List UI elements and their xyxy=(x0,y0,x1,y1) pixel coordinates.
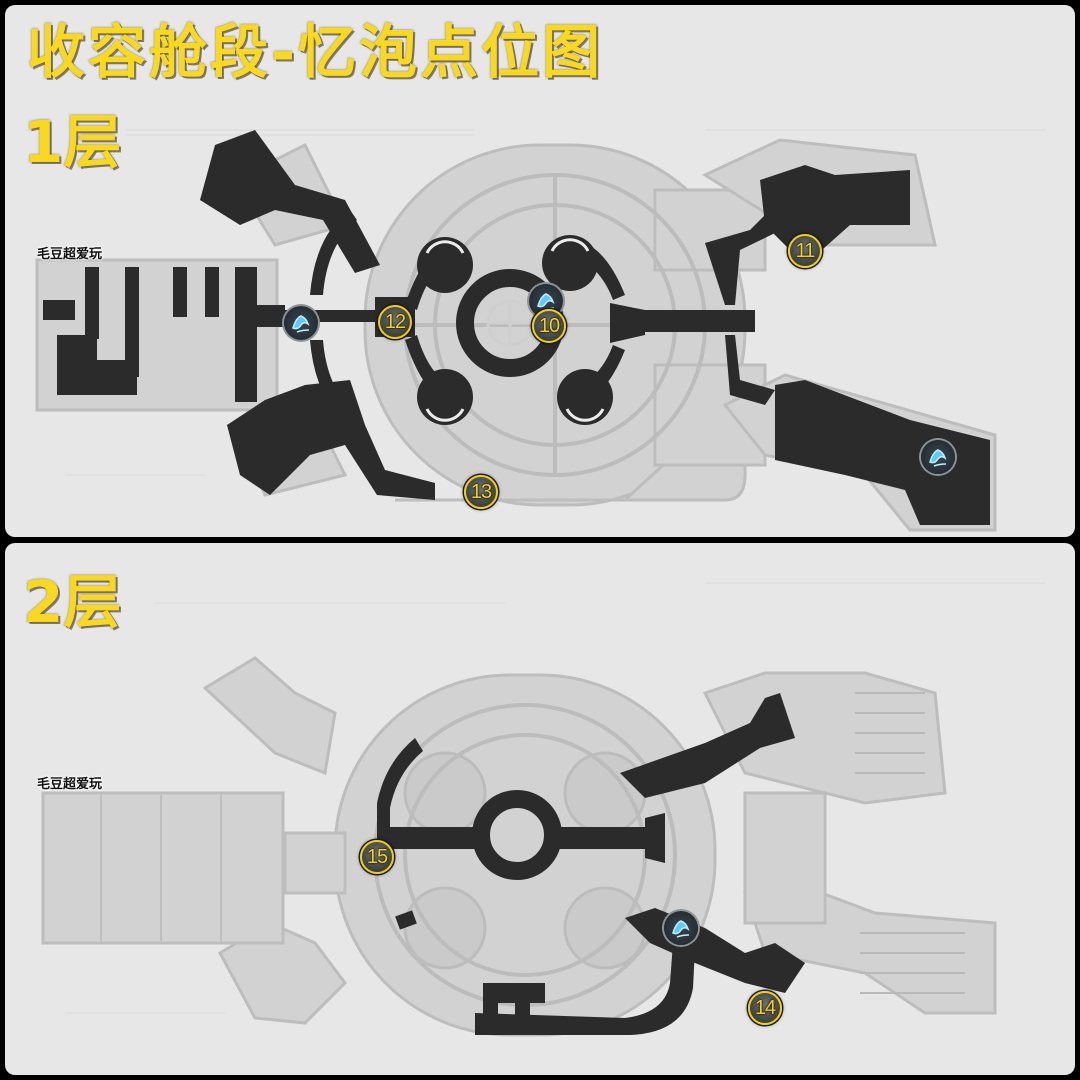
floor-2-label: 2层 xyxy=(23,568,122,636)
marker-13[interactable]: 13 xyxy=(464,475,498,509)
memory-bubble-icon[interactable] xyxy=(284,306,318,340)
floor-1-left-room xyxy=(43,267,285,402)
marker-10[interactable]: 10 xyxy=(532,309,566,343)
floor-2-map xyxy=(41,582,1045,1037)
marker-15[interactable]: 15 xyxy=(360,840,394,874)
marker-label: 14 xyxy=(754,996,776,1019)
floor-2-base xyxy=(41,656,997,1037)
marker-label: 13 xyxy=(470,480,492,503)
marker-label: 10 xyxy=(538,314,560,337)
floor-1-panel: 收容舱段-忆泡点位图 1层 毛豆超爱玩 10 11 12 13 xyxy=(5,5,1075,537)
map-title: 收容舱段-忆泡点位图 xyxy=(27,18,604,86)
watermark-floor-2: 毛豆超爱玩 xyxy=(37,777,103,792)
floor-2-panel: 2层 毛豆超爱玩 14 15 xyxy=(5,543,1075,1075)
floor-1-label: 1层 xyxy=(23,108,122,176)
marker-14[interactable]: 14 xyxy=(748,991,782,1025)
marker-11[interactable]: 11 xyxy=(788,234,822,268)
marker-label: 15 xyxy=(366,845,388,868)
marker-12[interactable]: 12 xyxy=(378,305,412,339)
marker-label: 11 xyxy=(795,239,816,262)
memory-bubble-icon[interactable] xyxy=(921,440,955,474)
marker-label: 12 xyxy=(384,310,406,333)
memory-bubble-icon[interactable] xyxy=(664,911,698,945)
watermark-floor-1: 毛豆超爱玩 xyxy=(37,247,103,262)
